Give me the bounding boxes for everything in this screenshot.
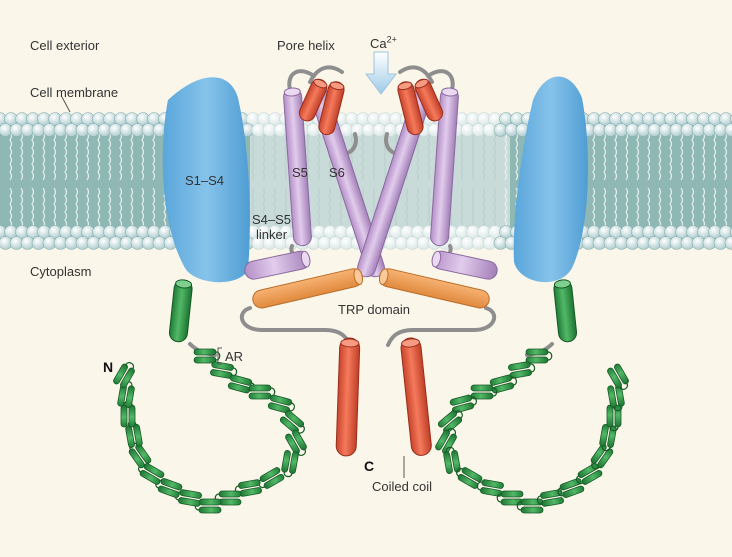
ankyrin-repeat (443, 446, 461, 474)
s5-helix-right (430, 87, 459, 247)
cell-exterior-label: Cell exterior (30, 38, 100, 53)
ankyrin-repeat (607, 384, 625, 412)
pore-helix-label: Pore helix (277, 38, 335, 53)
s5-helix-left (283, 87, 312, 247)
trp-domain-left (252, 268, 364, 309)
ankyrin-repeat (281, 450, 299, 478)
ankyrin-repeat (113, 362, 135, 389)
lipid-head (719, 112, 732, 126)
trp-domain-right (378, 268, 490, 309)
s1-s4-domain-right (513, 76, 588, 283)
s6-label: S6 (329, 165, 345, 180)
coiled-coil-right (400, 337, 432, 456)
ankyrin-repeats-left (113, 348, 307, 514)
s1-s4-domain-left (162, 77, 250, 283)
leader-lines (61, 96, 405, 478)
ankyrin-repeat (516, 498, 544, 514)
linker-helix-right (553, 279, 578, 343)
ar-label: AR (225, 349, 244, 364)
s1-s4-label: S1–S4 (185, 173, 225, 188)
s5-s6-helices (244, 86, 498, 280)
coiled-coil-left (335, 337, 361, 457)
ankyrin-repeat (120, 400, 136, 428)
ankyrin-repeat (557, 478, 585, 498)
ankyrin-repeat (456, 467, 483, 489)
pore-helices (298, 78, 444, 136)
s4-s5-label-line1: S4–S5 (252, 212, 292, 227)
calcium-charge: 2+ (386, 34, 397, 45)
linker-helix-left (168, 279, 193, 343)
ankyrin-repeat (214, 490, 242, 506)
ankyrin-repeat (525, 348, 553, 364)
pore-helix-right-b (414, 78, 444, 122)
ankyrin-repeat (607, 363, 629, 390)
pore-helix-right-a (397, 81, 424, 136)
ankyrin-repeat (125, 420, 143, 448)
down-arrow-icon (365, 51, 397, 95)
trp-domain-label: TRP domain (338, 302, 411, 317)
ankyrin-repeat (279, 410, 305, 434)
ankyrin-repeats-right (435, 348, 629, 514)
cytoplasm-label: Cytoplasm (30, 264, 92, 279)
pore-helix-left-b (298, 78, 328, 122)
n-terminus-label: N (103, 359, 114, 375)
ankyrin-repeat (128, 442, 152, 469)
ankyrin-repeat (536, 489, 564, 507)
s4-s5-linker-label: S4–S5 linker (252, 212, 291, 242)
s4-s5-label-line2: linker (255, 227, 288, 242)
ankyrin-repeat (496, 490, 524, 506)
s4-s5-linker-left (244, 250, 311, 280)
ankyrin-repeat (234, 479, 262, 497)
s4-s5-linker-right (431, 250, 498, 280)
calcium-label: Ca2+ (370, 34, 397, 51)
ankyrin-repeat (155, 478, 183, 498)
ankyrin-repeat (489, 374, 517, 394)
ankyrin-repeat (285, 429, 307, 456)
lipid-head (719, 225, 732, 239)
cell-membrane-label: Cell membrane (30, 85, 119, 100)
coiled-coil-label: Coiled coil (372, 479, 432, 494)
ankyrin-repeat (606, 404, 622, 432)
s5-label: S5 (292, 165, 308, 180)
c-terminus-label: C (364, 458, 375, 474)
pore-helix-left-a (318, 81, 345, 136)
ankyrin-repeat (248, 384, 276, 400)
calcium-symbol: Ca (370, 36, 387, 51)
ankyrin-repeat (193, 348, 221, 364)
